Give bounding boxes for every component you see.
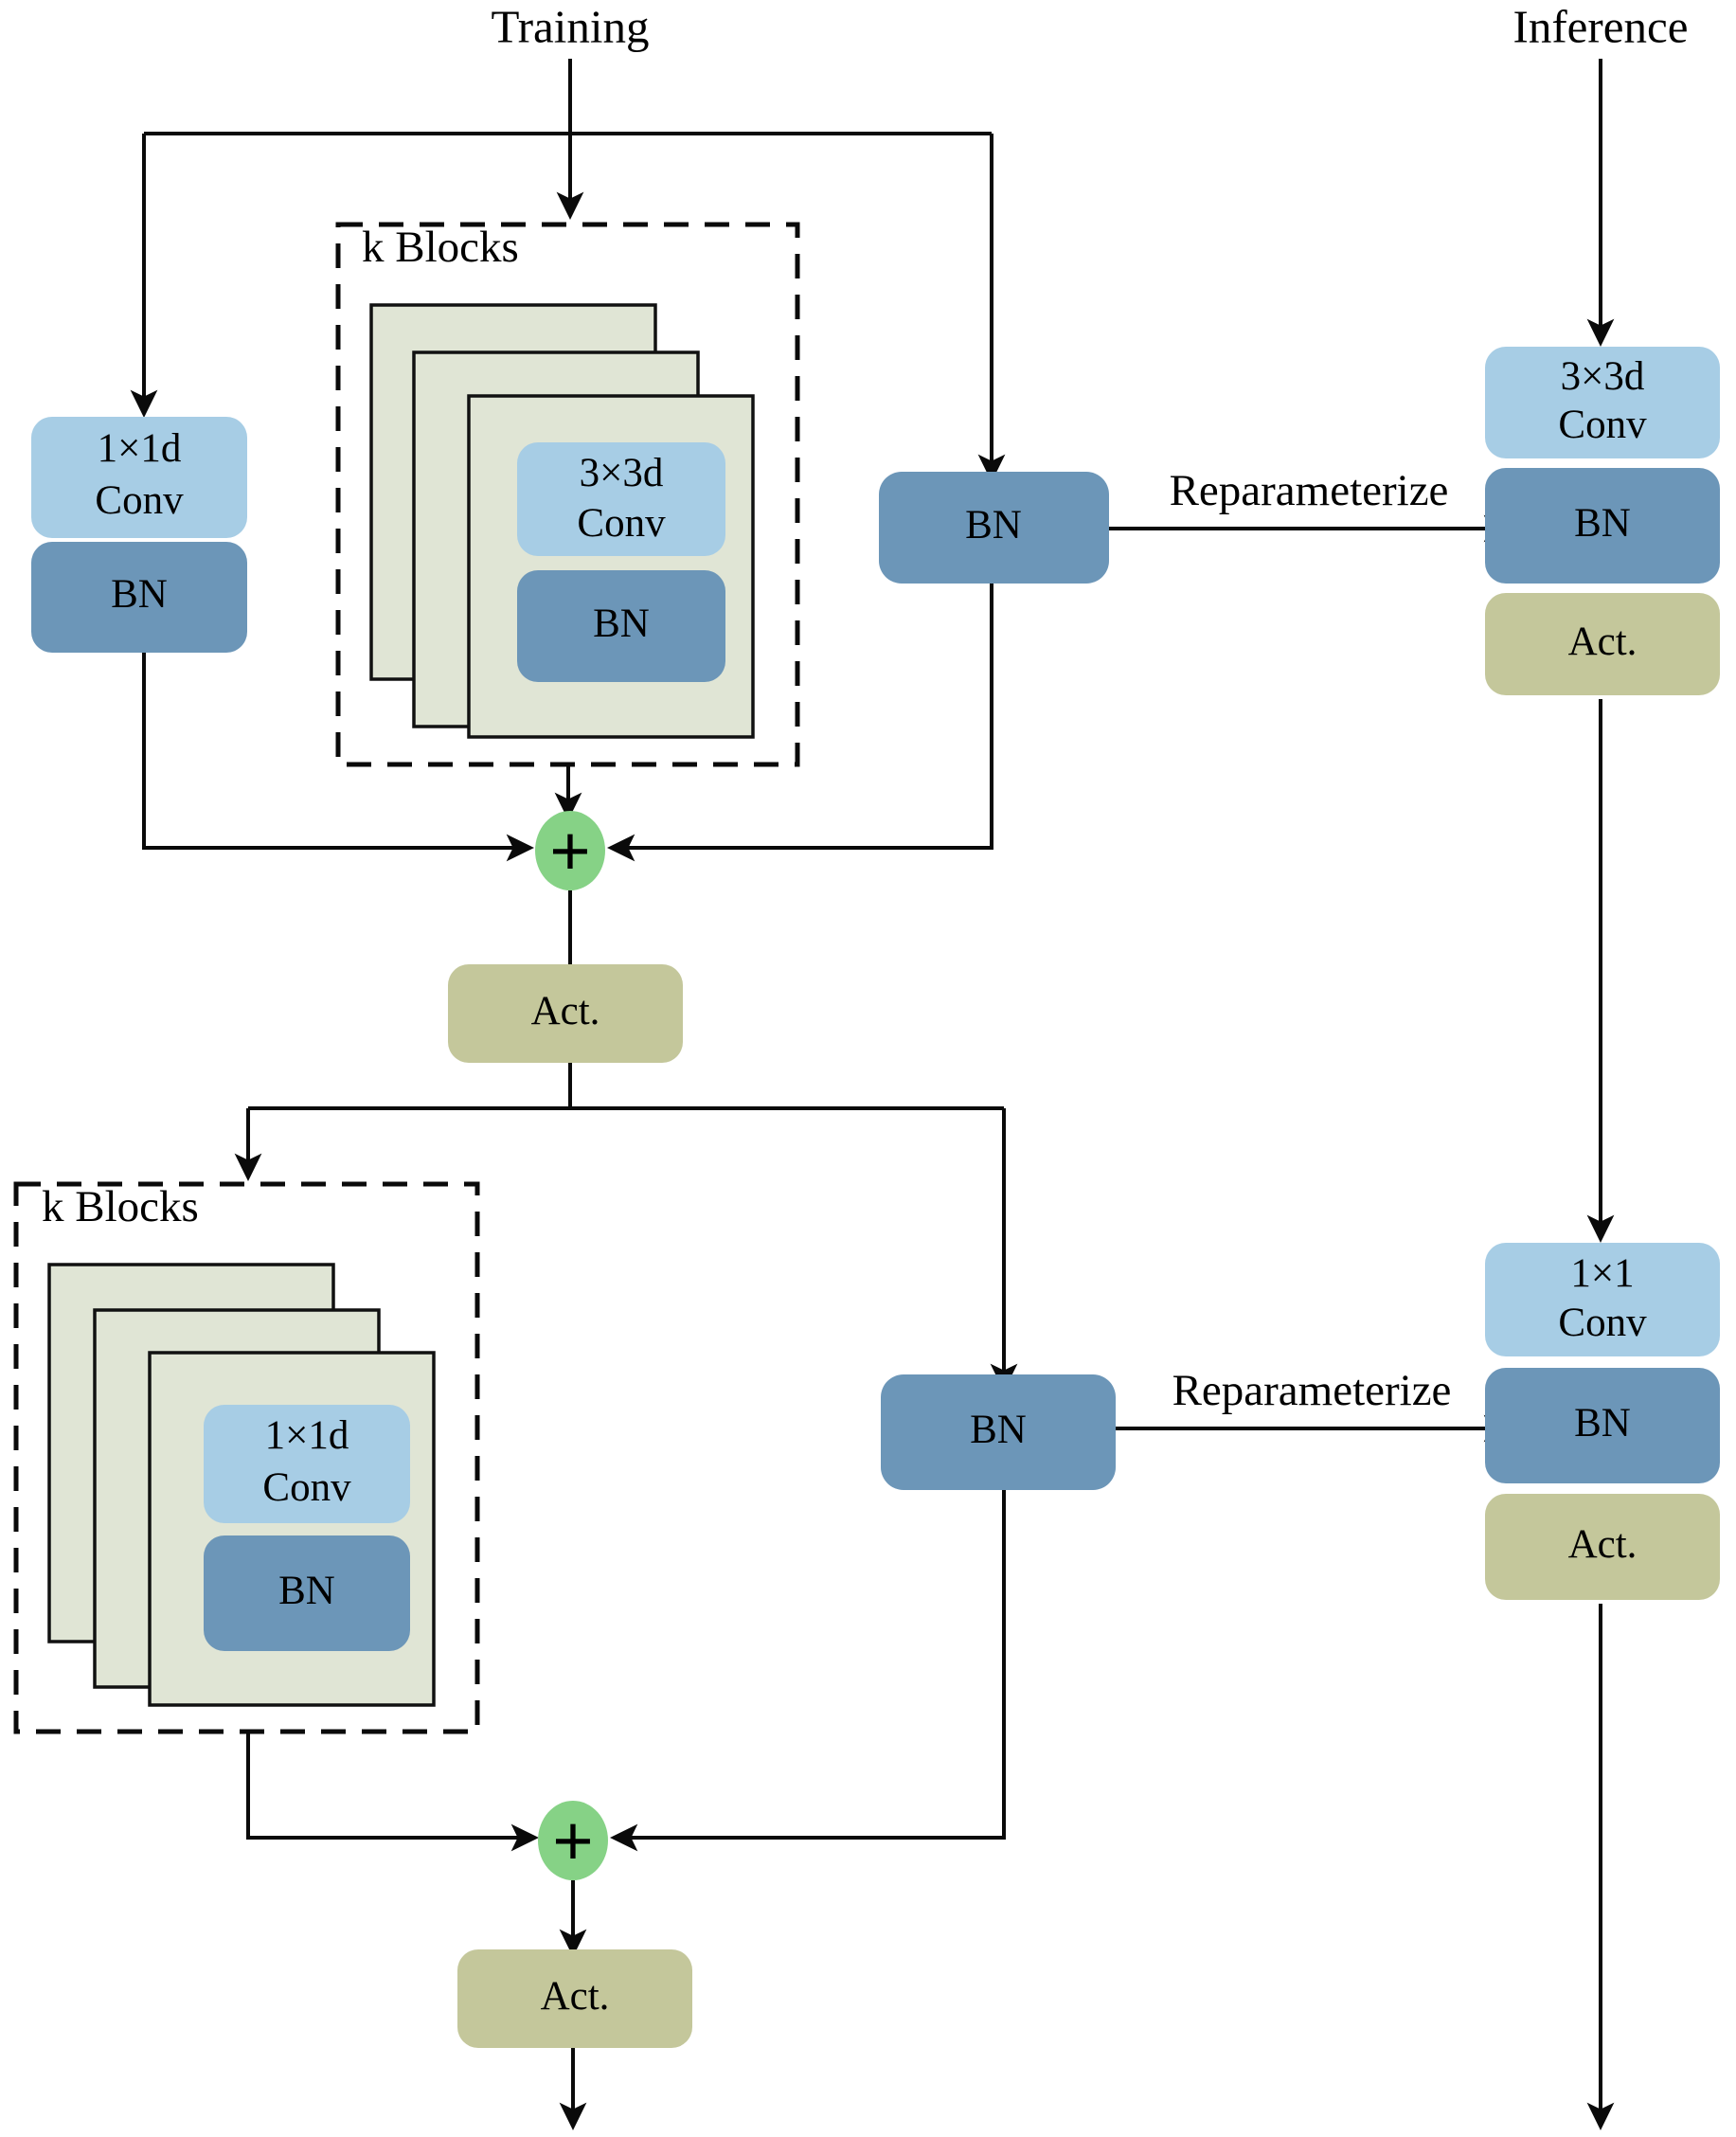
node-label: Act.: [531, 989, 600, 1033]
node-tr-bn-block[interactable]: BN: [517, 570, 725, 682]
k-blocks-label-2: k Blocks: [42, 1182, 199, 1231]
training-right-identity-edge: [607, 581, 993, 862]
inference-title: Inference: [1513, 0, 1689, 52]
node-label: BN: [965, 503, 1022, 548]
node-tr-bn-left[interactable]: BN: [31, 542, 247, 653]
node-label: BN: [970, 1408, 1027, 1452]
node-label: BN: [593, 602, 650, 646]
plus-icon: +: [549, 812, 590, 890]
node-label-line2: Conv: [262, 1465, 351, 1510]
node-label-line1: 1×1: [1570, 1251, 1634, 1296]
node-label-line2: Conv: [577, 501, 666, 546]
training-right-identity-edge-2: [610, 1490, 1006, 1852]
training-kblocks2-exit-edge: [246, 1732, 539, 1852]
plus-icon: +: [552, 1802, 593, 1880]
node-label: BN: [1574, 501, 1631, 546]
node-label: BN: [278, 1569, 335, 1613]
training-title: Training: [491, 0, 649, 52]
node-label-line2: Conv: [95, 478, 184, 523]
node-tr-act-1[interactable]: Act.: [448, 964, 683, 1063]
node-label-line1: 3×3d: [1561, 354, 1645, 399]
reparameterize-label-1: Reparameterize: [1170, 466, 1449, 515]
node-tr-bn-right[interactable]: BN: [879, 472, 1109, 584]
node-label: BN: [111, 572, 168, 617]
node-inf-act-2[interactable]: Act.: [1485, 1494, 1720, 1600]
node-tr2-bn-right[interactable]: BN: [881, 1374, 1116, 1490]
node-tr2-add[interactable]: +: [538, 1801, 608, 1880]
node-label-line2: Conv: [1558, 403, 1647, 447]
training-left-residual-edge: [142, 652, 534, 862]
node-inf-conv-3x3d[interactable]: 3×3d Conv: [1485, 347, 1720, 458]
node-inf-bn-1[interactable]: BN: [1485, 468, 1720, 584]
reparameterize-label-2: Reparameterize: [1172, 1366, 1452, 1415]
node-label: BN: [1574, 1401, 1631, 1446]
node-tr-conv-1x1d[interactable]: 1×1d Conv: [31, 417, 247, 538]
node-label: Act.: [1568, 1522, 1638, 1567]
node-label-line1: 1×1d: [98, 426, 182, 471]
node-label: Act.: [1568, 620, 1638, 664]
node-label-line2: Conv: [1558, 1301, 1647, 1345]
training-split-rail: [130, 132, 1006, 482]
node-tr2-act[interactable]: Act.: [457, 1949, 692, 2048]
k-blocks-label-1: k Blocks: [362, 223, 519, 272]
node-label-line1: 3×3d: [580, 451, 664, 495]
node-tr2-conv-1x1d[interactable]: 1×1d Conv: [204, 1405, 410, 1523]
node-tr2-bn-block[interactable]: BN: [204, 1535, 410, 1651]
node-inf-conv-1x1[interactable]: 1×1 Conv: [1485, 1243, 1720, 1356]
node-inf-act-1[interactable]: Act.: [1485, 593, 1720, 695]
node-tr-conv-3x3d[interactable]: 3×3d Conv: [517, 442, 725, 556]
node-inf-bn-2[interactable]: BN: [1485, 1368, 1720, 1483]
node-label: Act.: [541, 1974, 610, 2019]
node-label-line1: 1×1d: [265, 1413, 349, 1458]
training-stage2-split-rail: [234, 1059, 1018, 1392]
node-tr-add-1[interactable]: +: [535, 811, 605, 890]
